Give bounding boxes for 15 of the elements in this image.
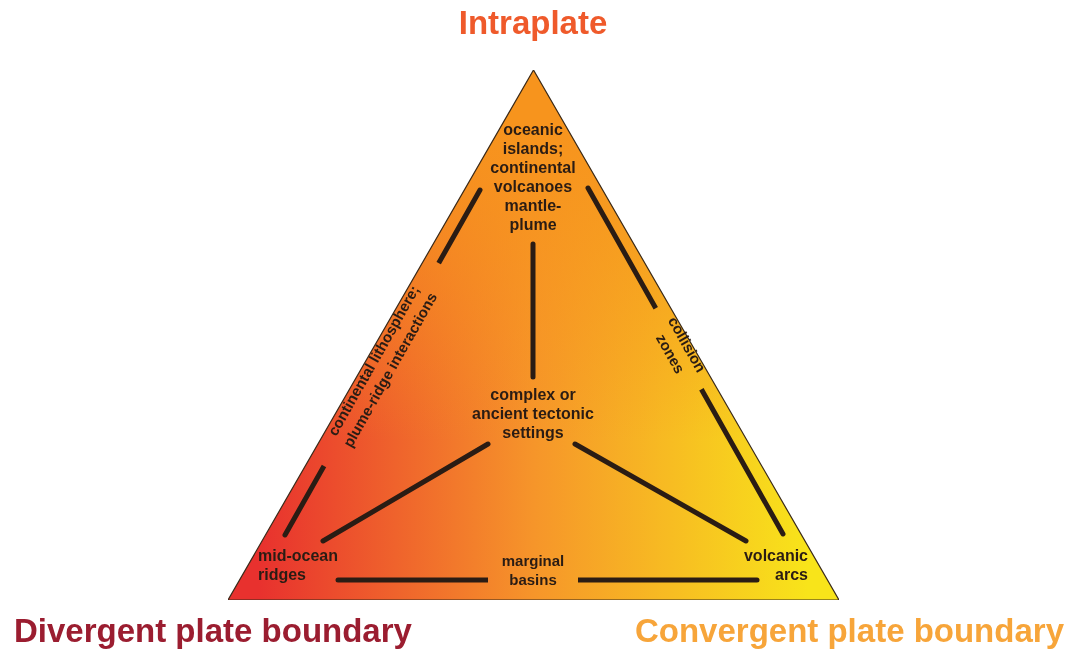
connector-line [282,187,483,538]
edge-label: marginal basins [500,551,566,589]
setting-label: mid-ocean ridges [258,546,358,584]
corner-title: Intraplate [458,4,608,42]
triangle-diagram-background [228,70,839,600]
connector-line [335,577,760,583]
setting-label: volcanic arcs [708,546,808,584]
setting-label: complex or ancient tectonic settings [466,385,600,442]
connector-line [572,441,749,544]
connector-line [320,441,491,544]
connector-line [530,241,536,380]
corner-title: Convergent plate boundary [634,612,1064,650]
connector-line [585,185,786,537]
setting-label: oceanic islands; continental volcanoes mantle-plume [484,120,582,234]
corner-title: Divergent plate boundary [14,612,412,650]
